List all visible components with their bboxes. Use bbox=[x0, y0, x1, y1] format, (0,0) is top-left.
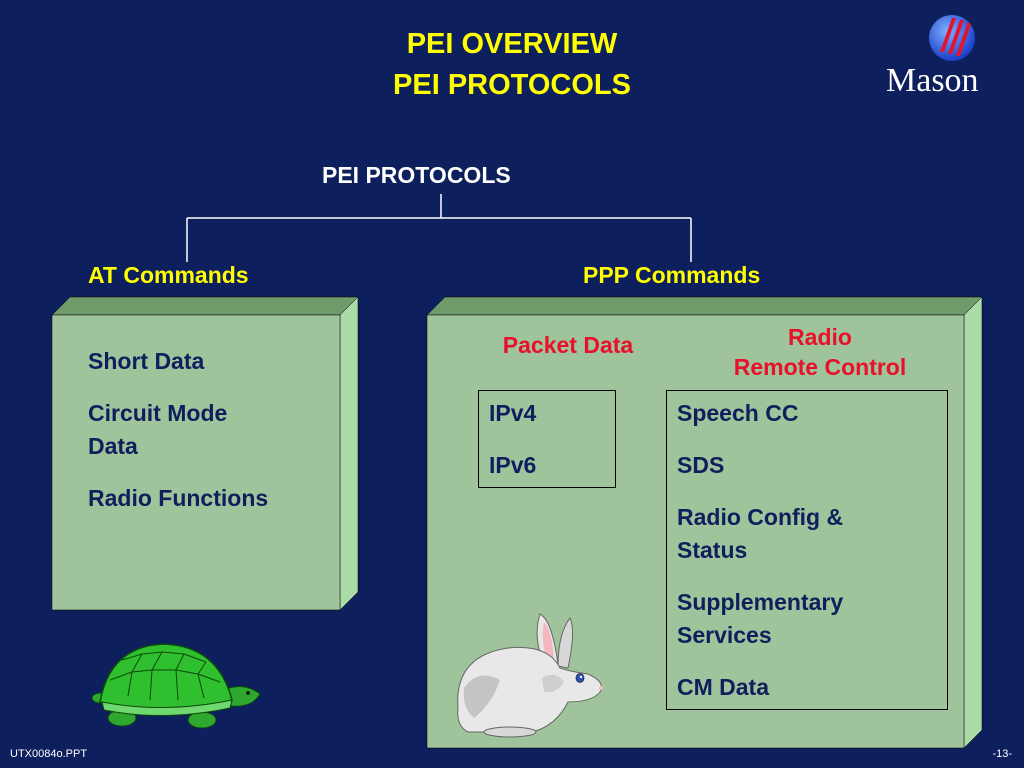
logo-wordmark: Mason bbox=[886, 62, 979, 99]
list-item: IPv6 bbox=[489, 452, 537, 478]
radio-remote-control-box: Speech CC SDS Radio Config & Status Supp… bbox=[666, 390, 948, 710]
list-item: SDS bbox=[677, 452, 725, 478]
tree-connector-lines bbox=[186, 194, 692, 262]
slide-title-line1: PEI OVERVIEW bbox=[406, 28, 618, 60]
list-item: Radio Functions bbox=[88, 485, 269, 511]
list-item: Circuit Mode Data bbox=[88, 400, 228, 459]
list-item: Speech CC bbox=[677, 400, 799, 426]
radio-heading-line2: Remote Control bbox=[733, 354, 907, 380]
rabbit-icon bbox=[457, 613, 603, 738]
turtle-icon bbox=[92, 643, 261, 729]
list-item: Supplementary Services bbox=[677, 589, 844, 648]
footer-filename: UTX0084o.PPT bbox=[10, 748, 88, 760]
mason-logo-icon bbox=[926, 12, 978, 64]
packet-data-heading: Packet Data bbox=[502, 332, 634, 358]
at-commands-heading: AT Commands bbox=[88, 262, 249, 288]
at-commands-list: Short Data Circuit Mode Data Radio Funct… bbox=[88, 345, 328, 534]
packet-data-list: IPv4 IPv6 bbox=[489, 397, 536, 501]
radio-remote-control-heading: Radio Remote Control bbox=[700, 322, 940, 382]
list-item: IPv4 bbox=[489, 400, 537, 426]
list-item: Radio Config & Status bbox=[677, 504, 844, 563]
slide-title-line2: PEI PROTOCOLS bbox=[393, 69, 631, 101]
packet-data-box: IPv4 IPv6 bbox=[478, 390, 616, 488]
tree-root-label: PEI PROTOCOLS bbox=[322, 162, 511, 188]
list-item: CM Data bbox=[677, 674, 770, 700]
radio-remote-control-list: Speech CC SDS Radio Config & Status Supp… bbox=[677, 397, 937, 723]
footer-page-number: -13- bbox=[992, 748, 1012, 760]
ppp-commands-heading: PPP Commands bbox=[583, 262, 761, 288]
list-item: Short Data bbox=[88, 348, 205, 374]
radio-heading-line1: Radio bbox=[788, 324, 852, 350]
